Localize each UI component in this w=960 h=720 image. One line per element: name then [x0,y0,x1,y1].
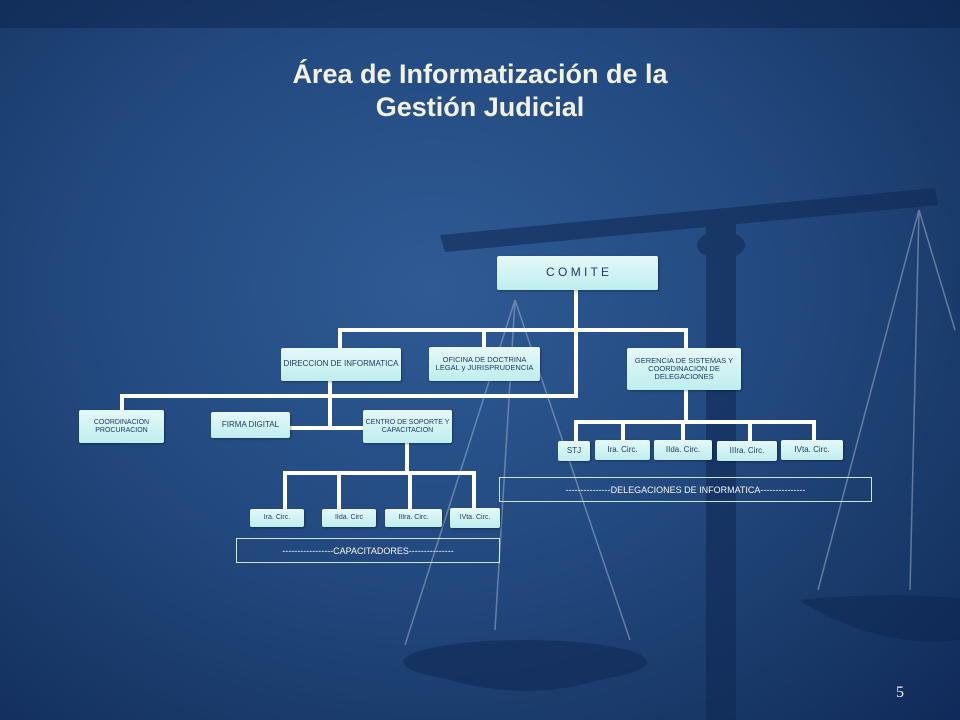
top-band [0,0,960,28]
node-capacitador-1: Ira. Circ. [250,509,304,527]
node-delegacion-3: IIIra. Circ. [717,441,777,461]
node-delegacion-4: IVta. Circ. [781,440,843,460]
title-line-2: Gestión Judicial [375,92,585,122]
node-delegacion-2: IIda. Circ. [654,440,712,460]
node-comite: C O M I T E [497,256,658,290]
node-coordinacion-procuracion: COORDINACION PROCURACION [79,410,164,443]
node-oficina-doctrina: OFICINA DE DOCTRINA LEGAL y JURISPRUDENC… [429,347,540,381]
node-capacitador-3: IIIra. Circ. [385,509,442,527]
slide-title: Área de Informatización de la Gestión Ju… [180,58,780,124]
node-centro-soporte: CENTRO DE SOPORTE Y CAPACITACION [363,410,452,443]
node-delegacion-1: Ira. Circ. [595,440,650,460]
title-line-1: Área de Informatización de la [292,59,668,89]
node-capacitador-4: IVta. Circ. [450,508,500,528]
node-firma-digital: FIRMA DIGITAL [211,412,290,438]
node-capacitador-2: IIda. Circ [322,509,376,527]
delegaciones-informatica-label: ---------------DELEGACIONES DE INFORMATI… [499,477,872,502]
node-delegacion-stj: STJ [558,441,590,461]
capacitadores-label: -----------------CAPACITADORES----------… [236,538,500,563]
node-direccion-informatica: DIRECCION DE INFORMATICA [281,348,401,381]
node-gerencia-sistemas: GERENCIA DE SISTEMAS Y COORDINACION DE D… [627,348,741,390]
page-number: 5 [896,684,904,701]
